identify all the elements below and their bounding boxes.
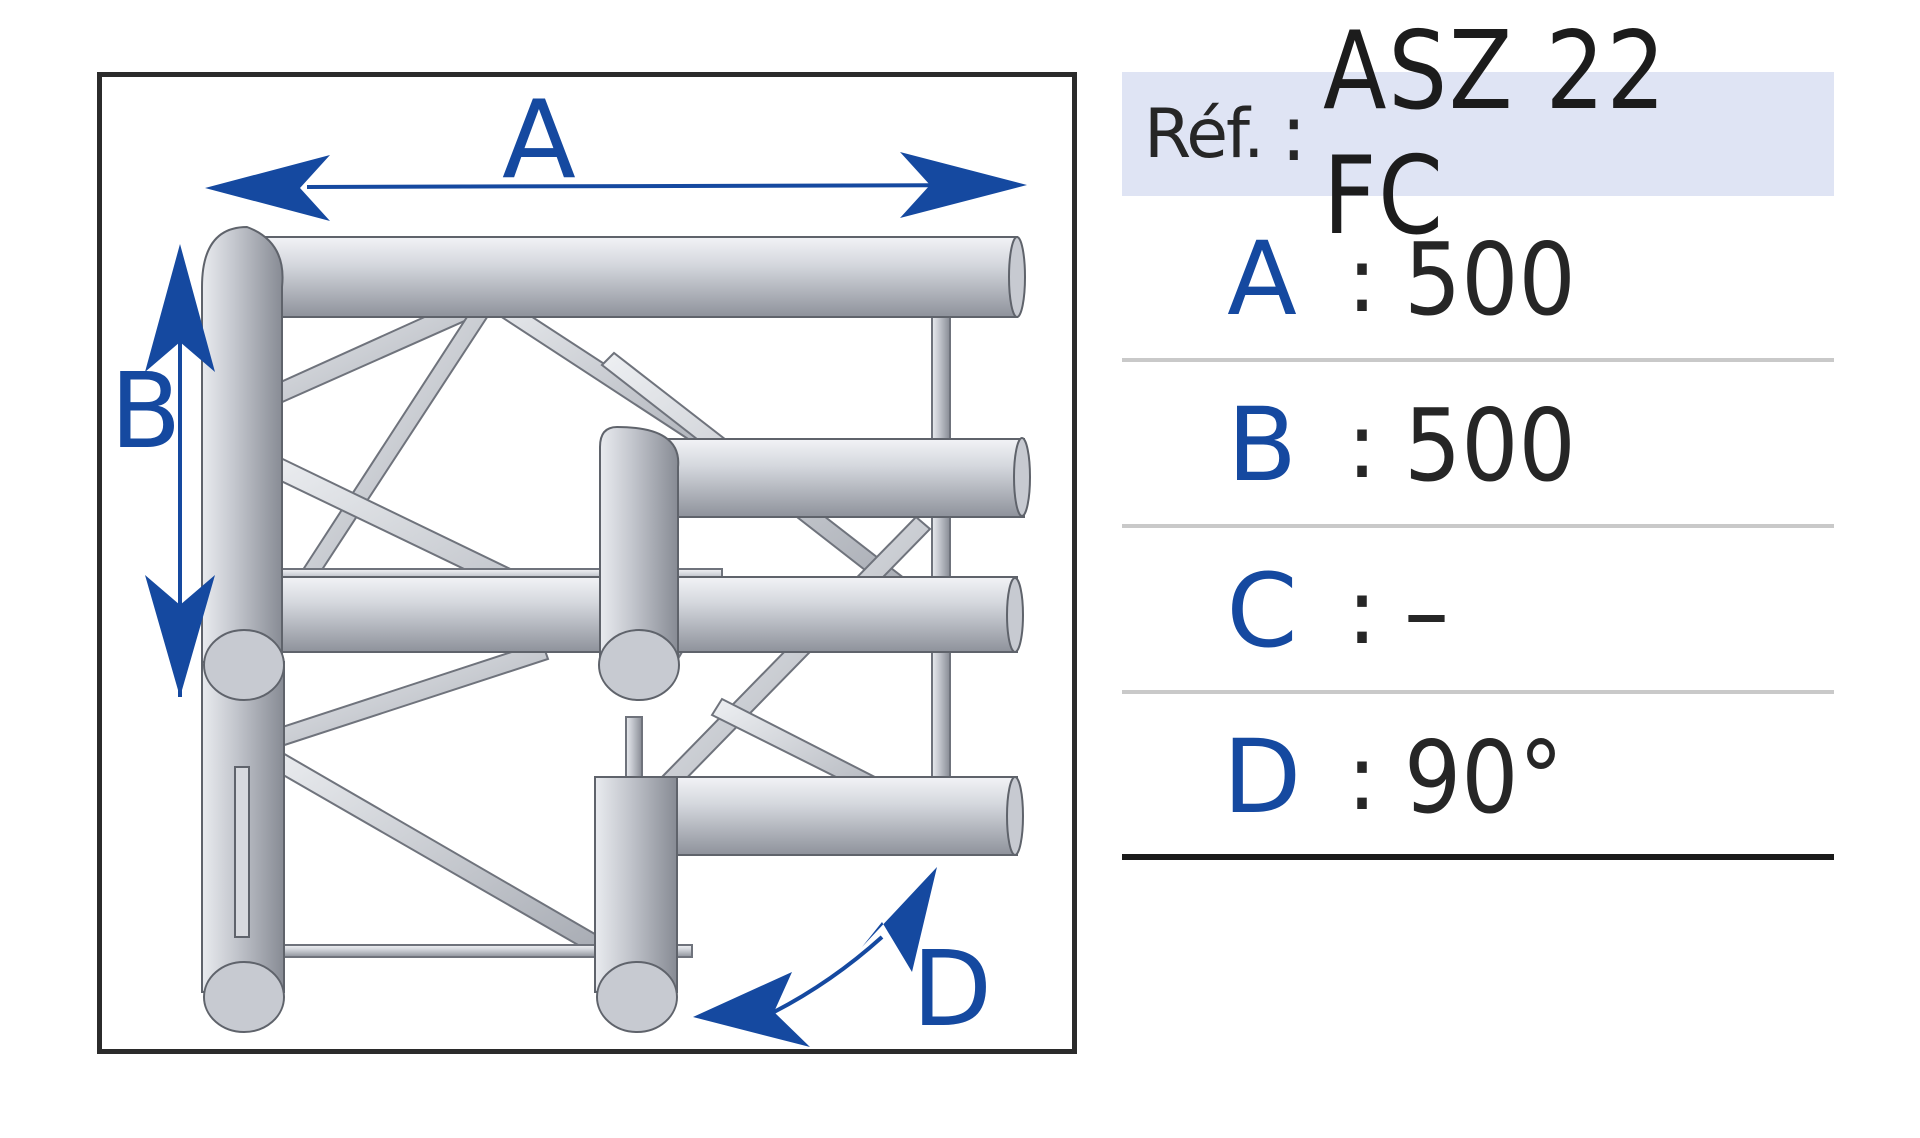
reference-header: Réf. : ASZ 22 FC <box>1122 9 1834 259</box>
truss-tube-ends <box>203 236 1031 1033</box>
spec-letter-d: D <box>1222 717 1302 837</box>
spec-separator: : <box>1346 225 1378 333</box>
spec-value-c: – <box>1404 552 1449 670</box>
spec-row-c: C : – <box>1122 528 1834 694</box>
reference-separator: : <box>1280 89 1307 179</box>
spec-value-a: 500 <box>1404 220 1576 338</box>
spec-letter-c: C <box>1226 551 1298 671</box>
spec-letter-a: A <box>1227 219 1297 339</box>
spec-letter-b: B <box>1227 385 1297 505</box>
dimension-b-arrow <box>145 244 215 697</box>
truss-drawing-panel: A B D <box>97 72 1077 1054</box>
spec-row-b: B : 500 <box>1122 362 1834 528</box>
dimension-a-arrow <box>205 152 1027 221</box>
truss-vertical-posts <box>201 225 680 993</box>
spec-value-b: 500 <box>1404 386 1576 504</box>
reference-prefix: Réf. <box>1144 94 1265 174</box>
spec-value-d: 90° <box>1404 718 1564 836</box>
spec-separator: : <box>1346 723 1378 831</box>
dimension-a-label: A <box>502 78 576 203</box>
spec-row-a: A : 500 <box>1122 196 1834 362</box>
truss-corner-illustration: A B D <box>110 78 1031 1049</box>
dimension-d-label: D <box>912 928 992 1049</box>
spec-separator: : <box>1346 391 1378 499</box>
spec-table: Réf. : ASZ 22 FC A : 500 B : 500 C : – D… <box>1122 9 1834 860</box>
dimension-d-arrow <box>693 867 937 1047</box>
reference-code: ASZ 22 FC <box>1322 9 1668 259</box>
dimension-b-label: B <box>110 350 181 472</box>
spec-separator: : <box>1346 557 1378 665</box>
spec-row-d: D : 90° <box>1122 694 1834 860</box>
